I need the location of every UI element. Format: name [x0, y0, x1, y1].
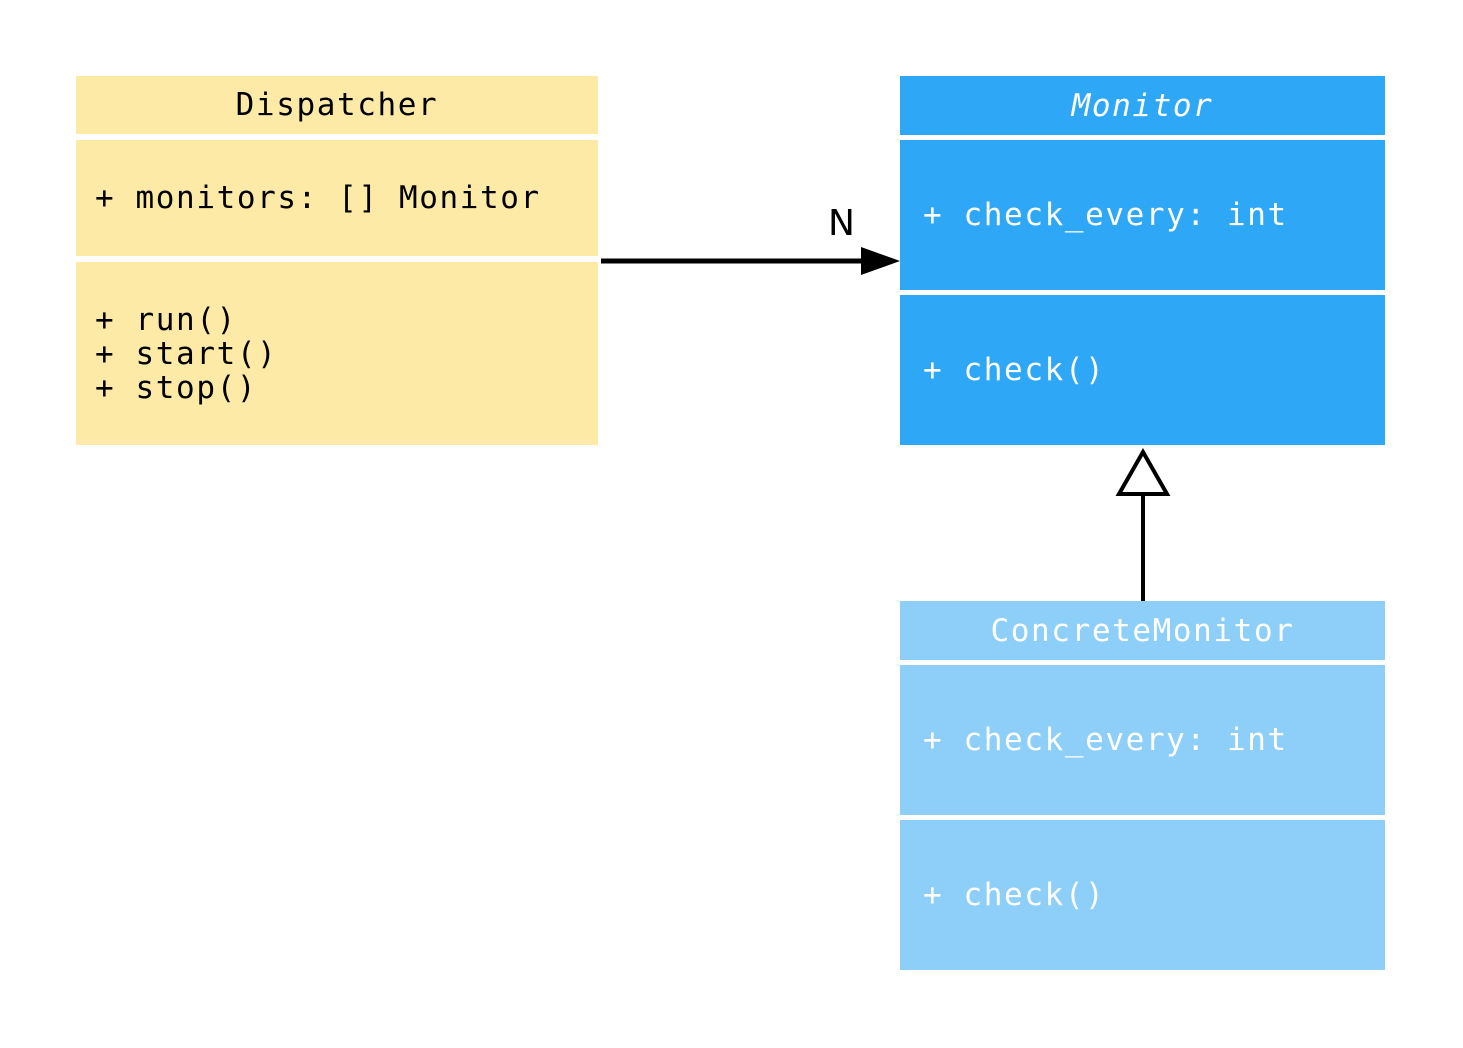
method: + start() [95, 335, 278, 372]
class-monitor-title-section: Monitor [900, 76, 1385, 135]
method: + check() [923, 352, 1106, 388]
attribute: + monitors: [] Monitor [95, 180, 541, 216]
method: + check() [923, 877, 1106, 913]
association-arrow-dispatcher-to-monitor [601, 247, 900, 275]
class-monitor-attributes-section: + check_every: int [900, 140, 1385, 290]
class-name: Monitor [1071, 87, 1214, 124]
class-name: ConcreteMonitor [990, 612, 1295, 649]
class-monitor: Monitor + check_every: int + check() [900, 76, 1385, 445]
class-concrete-monitor-methods-section: + check() [900, 820, 1385, 970]
class-dispatcher-title-section: Dispatcher [76, 76, 598, 134]
class-dispatcher-attributes-section: + monitors: [] Monitor [76, 140, 598, 256]
class-concrete-monitor: ConcreteMonitor + check_every: int + che… [900, 601, 1385, 970]
method: + run() [95, 301, 237, 338]
hollow-triangle-icon [1115, 447, 1171, 496]
attribute: + check_every: int [923, 722, 1288, 758]
attribute: + check_every: int [923, 197, 1288, 233]
class-dispatcher: Dispatcher + monitors: [] Monitor + run(… [76, 76, 598, 445]
class-concrete-monitor-attributes-section: + check_every: int [900, 665, 1385, 815]
method: + stop() [95, 369, 258, 406]
class-concrete-monitor-title-section: ConcreteMonitor [900, 601, 1385, 660]
inheritance-arrow-concretemonitor-to-monitor [1115, 447, 1171, 601]
association-multiplicity-label: N [828, 203, 855, 244]
filled-arrowhead-icon [861, 247, 900, 275]
class-monitor-methods-section: + check() [900, 295, 1385, 445]
class-name: Dispatcher [235, 87, 439, 123]
class-dispatcher-methods-section: + run() + start() + stop() [76, 262, 598, 445]
